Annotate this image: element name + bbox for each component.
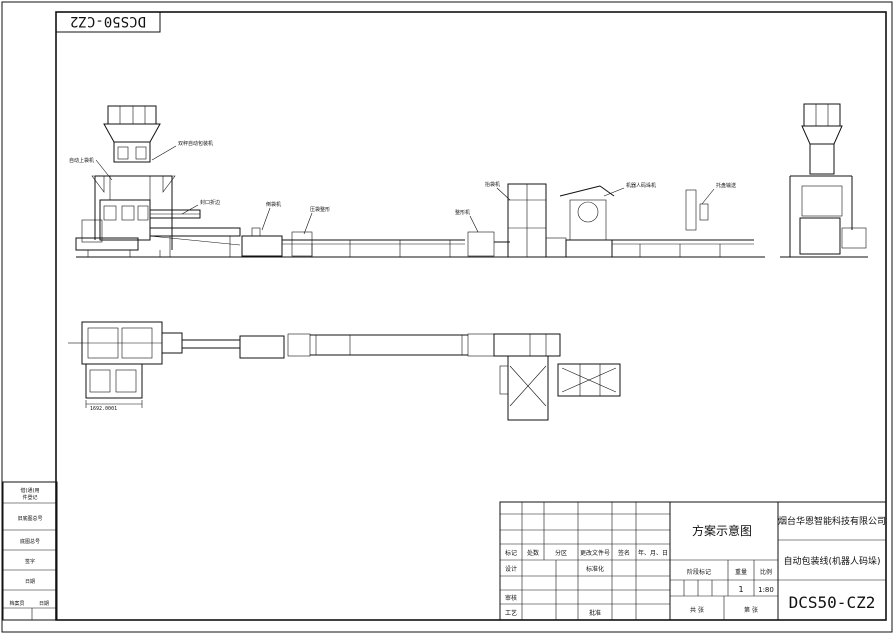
scale-label: 比例: [760, 568, 772, 576]
header-change-doc: 更改文件号: [580, 549, 610, 557]
sealer-conveyor: [149, 209, 510, 257]
sheets-total: 共 张: [690, 606, 704, 614]
side-cell-1: 借(通)用: [21, 487, 40, 494]
label-flatten: 压袋整形: [310, 206, 330, 213]
side-cell-3: 旧底图总号: [17, 515, 42, 522]
end-elevation-view: [780, 103, 868, 258]
sheet-number: 第 张: [744, 606, 758, 614]
dimension-label: 1692.0001: [90, 406, 117, 412]
row-standard: 标准化: [586, 565, 604, 573]
label-turn-bag: 倒袋机: [266, 201, 281, 208]
header-zone: 分区: [555, 549, 567, 557]
stage-label: 阶段标记: [687, 568, 711, 576]
side-cell-4: 底图总号: [20, 538, 40, 545]
weight-label: 重量: [735, 568, 747, 576]
title-block: 标记 处数 分区 更改文件号 签名 年、月、日 设计 标准化 审核 工艺 批准 …: [499, 501, 887, 621]
quantity-value: 1: [738, 585, 743, 594]
elevation-view: 自动上袋机 双秤自动包装机 封口折边 倒袋机 压袋整形 整形机 抬袋机 机器人码…: [69, 105, 765, 258]
plan-view: 1692.0001: [68, 321, 621, 421]
scale-value: 1:80: [758, 586, 774, 594]
scheme-title: 方案示意图: [692, 523, 752, 538]
label-lift-bag: 抬袋机: [485, 181, 500, 188]
company-name: 烟台华恩智能科技有限公司: [778, 515, 886, 527]
side-cell-8: 日期: [39, 601, 49, 607]
label-twin-weigher: 双秤自动包装机: [178, 140, 213, 147]
drawing-number: DCS50-CZ2: [789, 593, 876, 612]
header-count: 处数: [527, 549, 539, 557]
side-cell-5: 签字: [25, 558, 35, 565]
inner-frame: [55, 11, 887, 621]
side-cell-2: 件登记: [22, 494, 37, 501]
row-approve: 批准: [589, 609, 601, 617]
row-review: 审核: [505, 594, 517, 602]
hopper-tower: [75, 105, 176, 257]
label-bag-sealer: 封口折边: [200, 199, 220, 206]
label-pallet-conveyor: 托盘输送: [716, 182, 736, 189]
label-shaping-machine: 整形机: [455, 209, 470, 216]
product-name: 自动包装线(机器人码垛): [783, 555, 880, 567]
header-signature: 签名: [618, 549, 630, 557]
row-process: 工艺: [505, 609, 517, 617]
side-cell-6: 日期: [25, 579, 35, 585]
mirrored-drawing-number: DCS50-CZ2: [70, 13, 146, 29]
side-registration-table: 借(通)用 件登记 旧底图总号 底图总号 签字 日期 档案员 日期: [2, 481, 58, 621]
robot-cell: [507, 183, 754, 258]
mirrored-drawing-number-box: DCS50-CZ2: [55, 11, 161, 33]
label-robot-palletizer: 机器人码垛机: [626, 182, 656, 189]
row-design: 设计: [505, 565, 517, 573]
header-date: 年、月、日: [638, 549, 668, 557]
header-mark: 标记: [505, 549, 517, 557]
side-cell-7: 档案员: [9, 600, 24, 607]
label-auto-bag-feeder: 自动上袋机: [69, 157, 94, 164]
